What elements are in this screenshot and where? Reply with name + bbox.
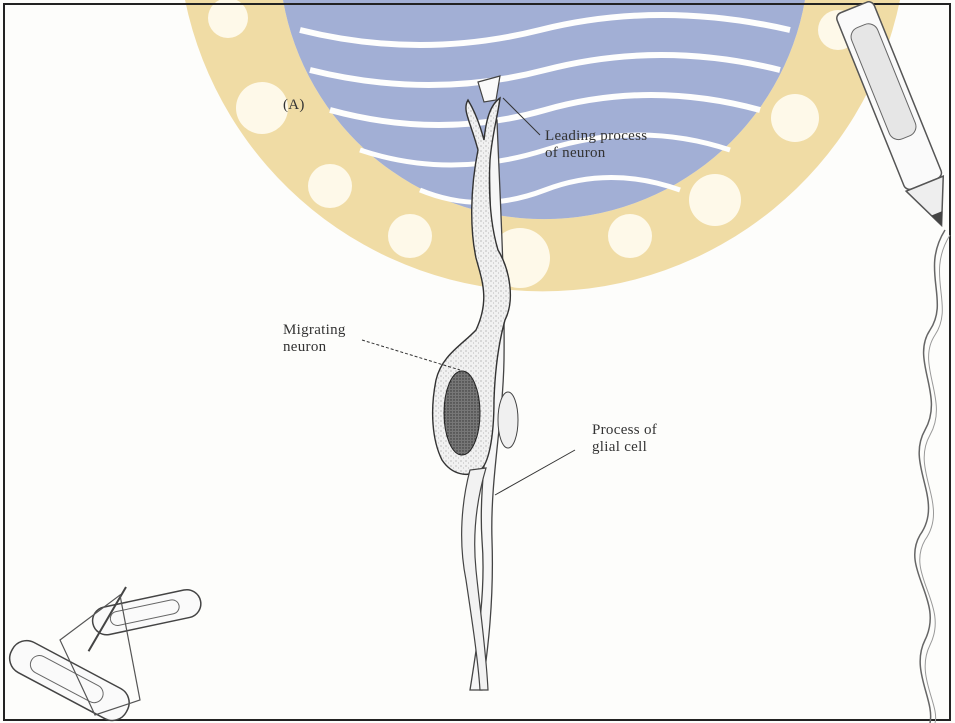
paper-clip-icon	[4, 635, 135, 723]
neuron-nucleus	[444, 371, 480, 455]
wavy-cord	[915, 230, 945, 723]
university-seal-watermark	[185, 0, 900, 291]
label-migrating-neuron: Migrating neuron	[283, 322, 346, 356]
leader-line-glial-process	[495, 450, 575, 495]
panel-label: (A)	[283, 97, 305, 114]
label-leading-process: Leading process of neuron	[545, 128, 647, 162]
paper-clip-icon	[77, 572, 206, 651]
leader-line-migrating-neuron	[362, 340, 460, 370]
label-glial-process: Process of glial cell	[592, 422, 657, 456]
